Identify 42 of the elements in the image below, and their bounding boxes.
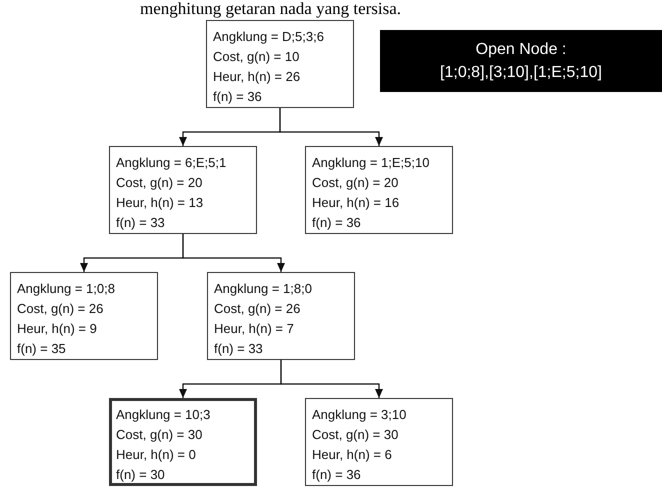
node-value-text: Heur, h(n) = 0 — [116, 446, 197, 464]
node-value-text: Cost, g(n) = 20 — [116, 174, 204, 192]
node-value-text: Cost, g(n) = 10 — [213, 48, 300, 66]
search-node-box — [207, 272, 355, 360]
node-value-text: Heur, h(n) = 9 — [17, 320, 98, 338]
node-value-text: f(n) = 30 — [116, 466, 166, 484]
node-value-text: Angklung = 1;E;5;10 — [312, 154, 430, 172]
open-node-text: Open Node : — [476, 40, 566, 60]
node-value-text: Angklung = 6;E;5;1 — [116, 154, 228, 172]
node-value-text: f(n) = 33 — [116, 214, 166, 232]
node-value-text: f(n) = 33 — [214, 340, 264, 358]
arrow — [182, 234, 285, 272]
search-node-box — [10, 272, 158, 360]
search-node-box — [109, 146, 257, 234]
node-value-text: Angklung = 10;3 — [116, 406, 212, 424]
node-value-text: Cost, g(n) = 20 — [312, 174, 400, 192]
node-value-text: Angklung = 1;0;8 — [17, 280, 116, 298]
arrow — [280, 360, 383, 398]
node-value-text: f(n) = 36 — [312, 466, 362, 484]
node-value-text: f(n) = 36 — [213, 88, 263, 106]
node-value-text: Angklung = 3;10 — [312, 406, 408, 424]
search-node-box — [305, 398, 453, 486]
node-value-text: Heur, h(n) = 7 — [214, 320, 295, 338]
node-value-text: Heur, h(n) = 6 — [312, 446, 393, 464]
search-node-box — [109, 398, 257, 486]
node-value-text: f(n) = 35 — [17, 340, 67, 358]
caption-text: menghitung getaran nada yang tersisa. — [140, 0, 402, 18]
arrow — [279, 108, 383, 146]
open-node-text: [1;0;8],[3;10],[1;E;5;10] — [440, 63, 602, 83]
node-value-text: Heur, h(n) = 13 — [116, 194, 204, 212]
search-node-box — [206, 20, 354, 108]
open-node-panel — [380, 30, 662, 92]
node-value-text: Angklung = 1;8;0 — [214, 280, 313, 298]
search-node-box — [305, 146, 453, 234]
node-value-text: Cost, g(n) = 30 — [312, 426, 400, 444]
node-value-text: Heur, h(n) = 16 — [312, 194, 400, 212]
node-value-text: Cost, g(n) = 26 — [17, 300, 104, 318]
node-value-text: f(n) = 36 — [312, 214, 362, 232]
node-value-text: Angklung = D;5;3;6 — [213, 28, 325, 46]
node-value-text: Heur, h(n) = 26 — [213, 68, 302, 86]
node-value-text: Cost, g(n) = 30 — [116, 426, 204, 444]
node-value-text: Cost, g(n) = 26 — [214, 300, 302, 318]
